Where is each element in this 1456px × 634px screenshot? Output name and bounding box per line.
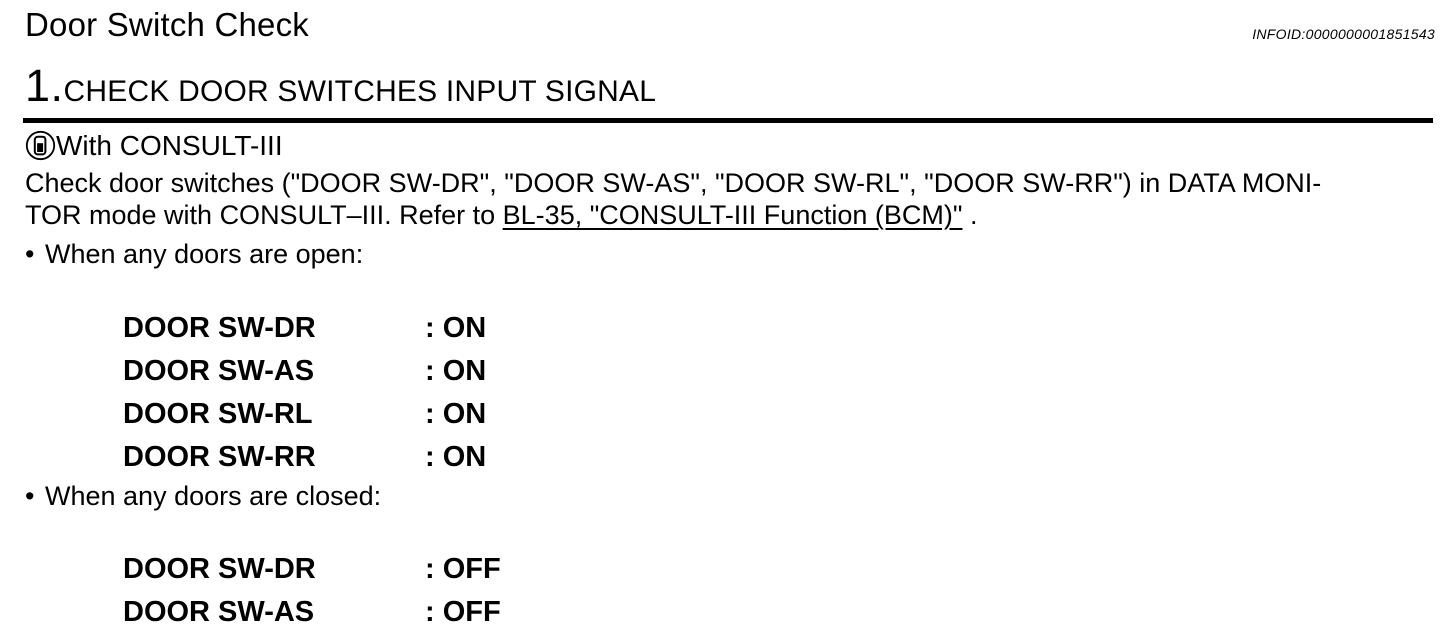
monitor-item-value: : ON xyxy=(425,355,487,387)
step-heading: 1.CHECK DOOR SWITCHES INPUT SIGNAL xyxy=(25,60,1436,111)
monitor-values-open: DOOR SW-DR : ON DOOR SW-AS : ON DOOR SW-… xyxy=(123,307,1436,479)
procedure-paragraph: Check door switches ("DOOR SW-DR", "DOOR… xyxy=(25,167,1436,231)
condition-doors-open: • When any doors are open: xyxy=(25,240,1436,268)
monitor-item-value: : OFF xyxy=(425,553,501,585)
table-row: DOOR SW-AS : ON xyxy=(123,350,1436,393)
condition-doors-closed: • When any doors are closed: xyxy=(25,482,1436,510)
table-row: DOOR SW-DR : ON xyxy=(123,307,1436,350)
step-number: 1. xyxy=(25,60,64,111)
infoid-label: INFOID:0000000001851543 xyxy=(1252,26,1435,42)
paragraph-line-1: Check door switches ("DOOR SW-DR", "DOOR… xyxy=(25,168,1322,198)
bullet-icon: • xyxy=(25,481,35,511)
monitor-item-value: : ON xyxy=(425,398,487,430)
paragraph-line-2: TOR mode with CONSULT–III. Refer to BL-3… xyxy=(25,199,1436,231)
monitor-item-label: DOOR SW-AS xyxy=(123,596,315,628)
condition-label: When any doors are open: xyxy=(45,239,364,269)
reference-link[interactable]: BL-35, "CONSULT-III Function (BCM)" xyxy=(502,200,963,230)
monitor-item-value: : OFF xyxy=(425,596,501,628)
paragraph-line-2-prefix: TOR mode with CONSULT–III. Refer to xyxy=(25,200,503,230)
monitor-item-label: DOOR SW-DR xyxy=(123,312,316,344)
paragraph-line-2-suffix: . xyxy=(962,200,978,230)
page-title: Door Switch Check xyxy=(25,6,309,43)
table-row: DOOR SW-RR : ON xyxy=(123,436,1436,479)
bullet-icon: • xyxy=(25,239,35,269)
monitor-item-label: DOOR SW-AS xyxy=(123,355,315,387)
step-title: CHECK DOOR SWITCHES INPUT SIGNAL xyxy=(63,75,657,108)
table-row: DOOR SW-RL : ON xyxy=(123,393,1436,436)
table-row: DOOR SW-DR : OFF xyxy=(123,548,1436,591)
monitor-values-closed: DOOR SW-DR : OFF DOOR SW-AS : OFF xyxy=(123,548,1436,634)
monitor-item-label: DOOR SW-RL xyxy=(123,398,313,430)
monitor-item-value: : ON xyxy=(425,441,487,473)
monitor-item-value: : ON xyxy=(425,312,487,344)
monitor-item-label: DOOR SW-RR xyxy=(123,441,316,473)
table-row: DOOR SW-AS : OFF xyxy=(123,591,1436,634)
condition-label: When any doors are closed: xyxy=(45,481,382,511)
consult-mode-line: With CONSULT-III xyxy=(25,130,1436,161)
consult-mode-label: With CONSULT-III xyxy=(56,129,283,161)
consult-iii-tester-icon xyxy=(25,130,56,161)
section-divider xyxy=(23,118,1433,123)
monitor-item-label: DOOR SW-DR xyxy=(123,553,316,585)
